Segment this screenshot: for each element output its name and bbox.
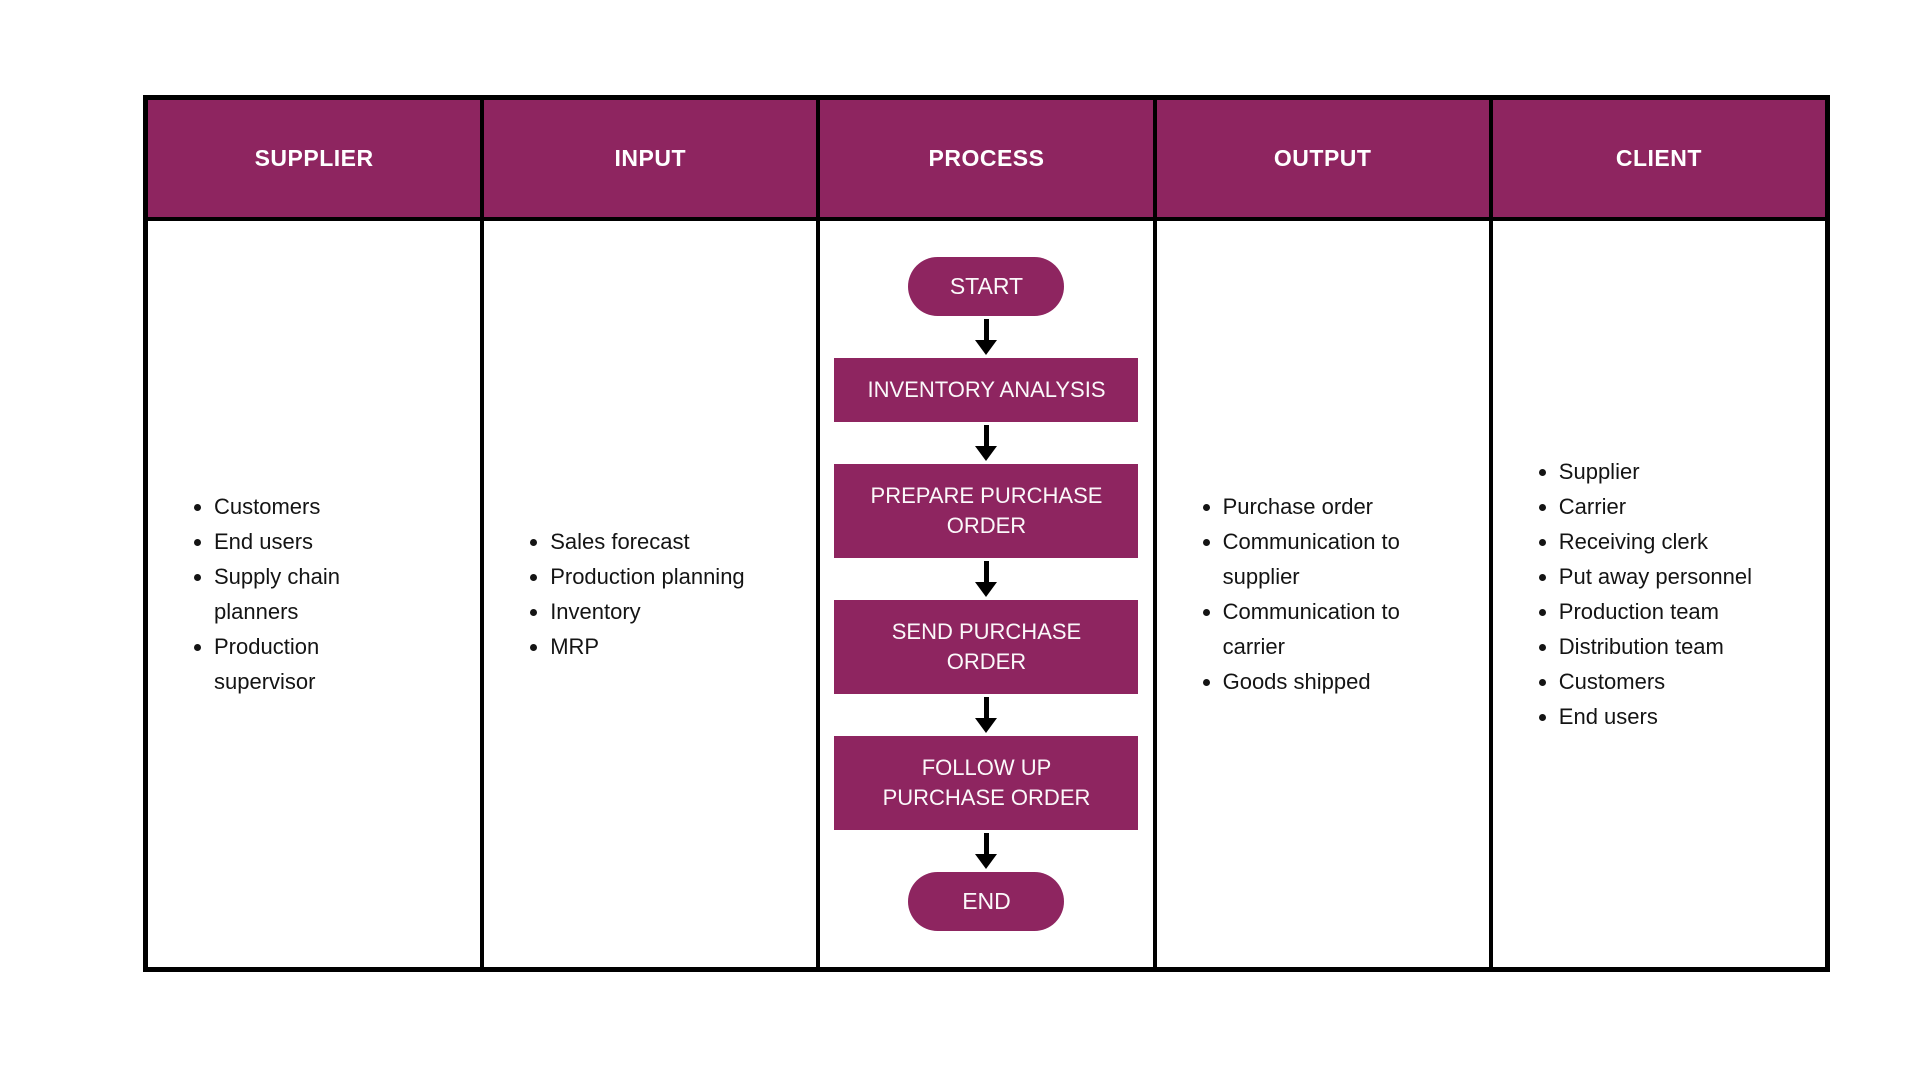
input-cell: Sales forecast Production planning Inven… [484,221,817,967]
sipoc-table: SUPPLIER INPUT PROCESS OUTPUT CLIENT Cus… [143,95,1830,972]
column-header-process-label: PROCESS [928,145,1045,171]
output-list: Purchase order Communication to supplier… [1157,489,1410,699]
column-header-input-label: INPUT [614,145,687,171]
column-header-client: CLIENT [1492,100,1825,217]
list-item: Supplier [1559,454,1752,489]
column-header-process: PROCESS [820,100,1153,217]
input-list: Sales forecast Production planning Inven… [484,524,754,664]
column-header-supplier: SUPPLIER [148,100,481,217]
process-step-follow-up-purchase-order: FOLLOW UP PURCHASE ORDER [834,736,1139,830]
down-arrow-icon [975,319,998,355]
list-item: MRP [550,629,744,664]
down-arrow-icon [975,697,998,733]
list-item: Distribution team [1559,629,1752,664]
list-item: Customers [214,489,340,524]
list-item: Inventory [550,594,744,629]
output-cell: Purchase order Communication to supplier… [1156,221,1489,967]
process-step-send-purchase-order: SEND PURCHASE ORDER [834,600,1139,694]
end-terminator: END [908,872,1065,931]
list-item: Put away personnel [1559,559,1752,594]
column-header-client-label: CLIENT [1615,145,1702,171]
process-step-inventory-analysis: INVENTORY ANALYSIS [834,358,1139,422]
down-arrow-icon [975,425,998,461]
list-item: Receiving clerk [1559,524,1752,559]
start-terminator: START [908,257,1065,316]
down-arrow-icon [975,561,998,597]
process-cell: START INVENTORY ANALYSIS PREPARE PURCHAS… [820,221,1153,967]
list-item: Production team [1559,594,1752,629]
list-item: Goods shipped [1223,664,1400,699]
list-item: Purchase order [1223,489,1400,524]
column-header-output: OUTPUT [1156,100,1489,217]
list-item: Carrier [1559,489,1752,524]
client-list: Supplier Carrier Receiving clerk Put awa… [1493,454,1762,734]
process-step-prepare-purchase-order: PREPARE PURCHASE ORDER [834,464,1139,558]
client-cell: Supplier Carrier Receiving clerk Put awa… [1492,221,1825,967]
list-item: Production supervisor [214,629,340,699]
list-item: Sales forecast [550,524,744,559]
supplier-cell: Customers End users Supply chain planner… [148,221,481,967]
list-item: Communication to supplier [1223,524,1400,594]
list-item: Customers [1559,664,1752,699]
list-item: Communication to carrier [1223,594,1400,664]
supplier-list: Customers End users Supply chain planner… [148,489,350,699]
column-header-input: INPUT [484,100,817,217]
column-header-supplier-label: SUPPLIER [254,145,374,171]
list-item: Production planning [550,559,744,594]
list-item: Supply chain planners [214,559,340,629]
down-arrow-icon [975,833,998,869]
column-header-output-label: OUTPUT [1273,145,1372,171]
list-item: End users [214,524,340,559]
list-item: End users [1559,699,1752,734]
